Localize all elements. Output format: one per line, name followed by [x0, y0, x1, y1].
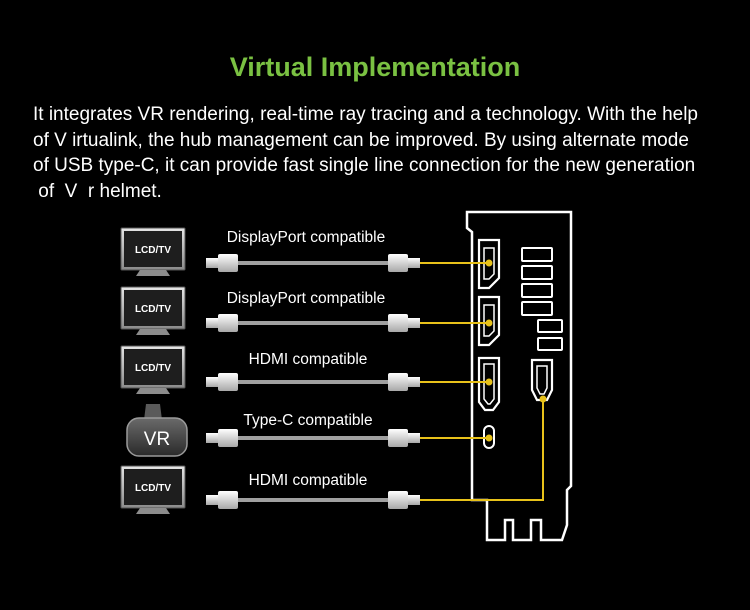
- signal-wires: [412, 262, 544, 501]
- description-line: of V irtualink, the hub management can b…: [33, 129, 689, 151]
- cable: [206, 373, 420, 391]
- graphics-card-bracket: [465, 210, 573, 542]
- monitor-icon: LCD/TV: [120, 286, 186, 335]
- cable: [206, 491, 420, 509]
- hdmi-icon: [477, 356, 501, 412]
- description-line: of USB type-C, it can provide fast singl…: [33, 155, 696, 176]
- connection-label: DisplayPort compatible: [227, 229, 386, 246]
- device-label: LCD/TV: [135, 363, 171, 374]
- hdmi-icon: [530, 358, 554, 402]
- displayport-icon: [477, 238, 501, 290]
- description-line: It integrates VR rendering, real-time ra…: [33, 104, 698, 125]
- device-label: LCD/TV: [135, 483, 171, 494]
- device-label: LCD/TV: [135, 304, 171, 315]
- device-label: LCD/TV: [135, 245, 171, 256]
- vr-headset-icon: VR: [126, 404, 188, 457]
- connection-label: HDMI compatible: [249, 472, 368, 489]
- monitor-icon: LCD/TV: [120, 227, 186, 276]
- connection-label: HDMI compatible: [249, 351, 368, 368]
- cable: [206, 314, 420, 332]
- cable: [206, 254, 420, 272]
- cable: [206, 429, 420, 447]
- displayport-icon: [477, 295, 501, 347]
- connection-label: Type-C compatible: [243, 412, 372, 429]
- description-text: It integrates VR rendering, real-time ra…: [33, 102, 733, 204]
- monitor-icon: LCD/TV: [120, 345, 186, 394]
- description-line: of V r helmet.: [33, 180, 162, 202]
- monitor-icon: LCD/TV: [120, 465, 186, 514]
- vent-slots: [521, 247, 563, 351]
- page-title: Virtual Implementation: [229, 52, 521, 82]
- connection-label: DisplayPort compatible: [227, 290, 386, 307]
- wire-endpoints: [485, 259, 547, 442]
- device-label: VR: [144, 429, 170, 450]
